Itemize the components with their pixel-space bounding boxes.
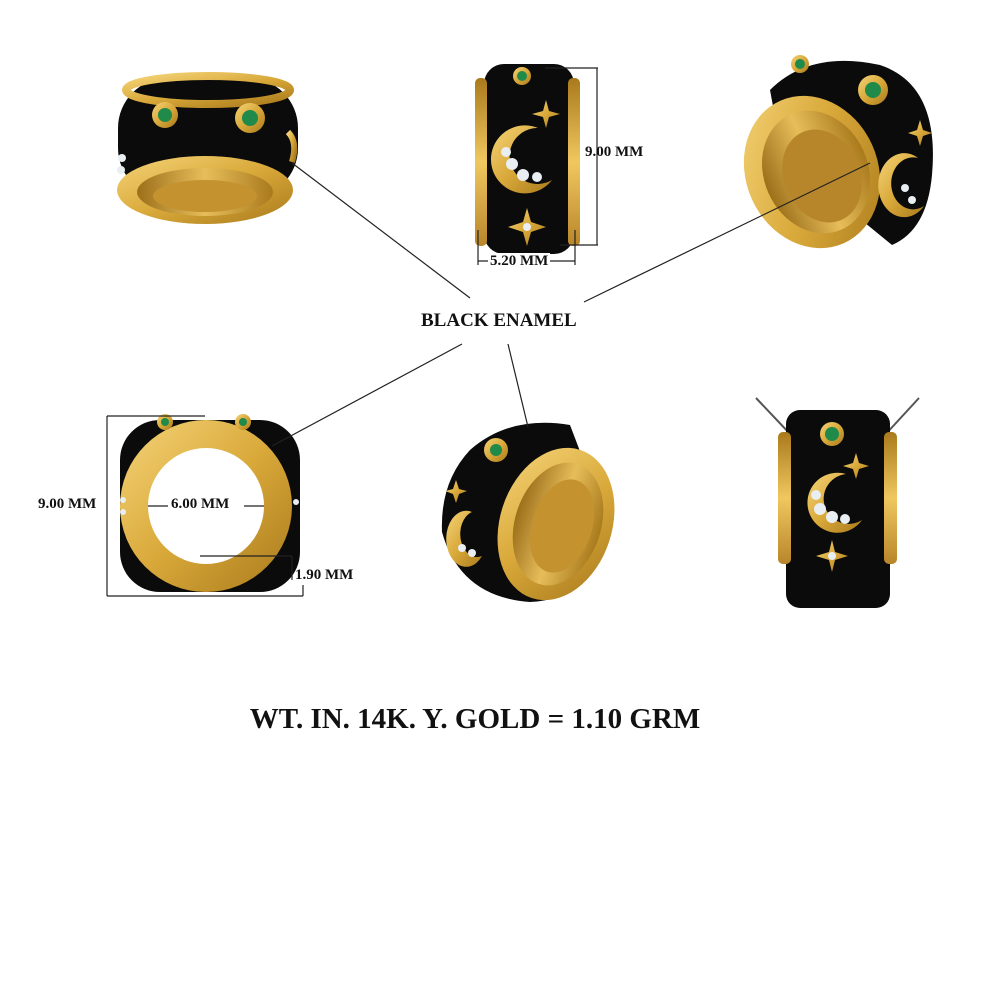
emerald-stone: [235, 103, 265, 133]
crescent-moon-icon: [878, 153, 924, 218]
star-icon: [816, 540, 848, 572]
crescent-moon-icon: [807, 472, 862, 533]
star-icon: [532, 100, 560, 128]
emerald-stone: [858, 75, 888, 105]
emerald-stone: [820, 422, 844, 446]
gold-weight-text: WT. IN. 14K. Y. GOLD = 1.10 GRM: [249, 703, 701, 735]
bottom-angled-view: [441, 422, 615, 602]
crescent-moon-icon: [490, 125, 552, 194]
emerald-stone: [484, 438, 508, 462]
star-icon: [843, 453, 869, 479]
black-enamel-label: BLACK ENAMEL: [421, 310, 577, 331]
front-height-dimension: 9.00 MM: [585, 144, 644, 160]
top-left-angled-view: [117, 72, 298, 224]
star-icon: [508, 208, 546, 246]
front-width-dimension: 5.20 MM: [488, 253, 551, 270]
emerald-stone: [152, 102, 178, 128]
crescent-moon-icon: [446, 510, 482, 567]
emerald-stone: [157, 414, 173, 430]
leader-lines: [271, 162, 871, 447]
front-view: [475, 64, 580, 254]
emerald-stone: [235, 414, 251, 430]
end-height-dimension: 9.00 MM: [38, 496, 97, 512]
emerald-stone: [791, 55, 809, 73]
wall-thickness-dimension: 1.90 MM: [295, 567, 354, 583]
emerald-stone: [513, 67, 531, 85]
inner-diameter-dimension: 6.00 MM: [168, 496, 233, 513]
dimension-lines-front: [477, 67, 598, 265]
pendant-view: [755, 397, 920, 608]
top-right-angled-view: [743, 55, 933, 249]
dimension-lines-end: [106, 415, 304, 597]
